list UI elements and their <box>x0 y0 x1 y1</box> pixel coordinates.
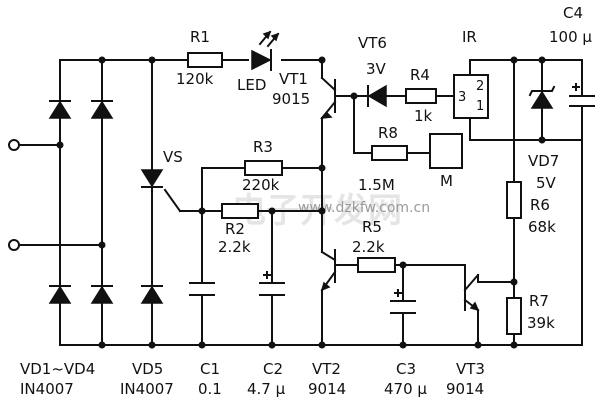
ac-terminal-top <box>8 139 20 151</box>
label-c3-value: 470 μ <box>384 380 427 398</box>
label-vt6-voltage: 3V <box>366 60 387 78</box>
label-r3-name: R3 <box>253 138 273 156</box>
label-r5-value: 2.2k <box>352 238 385 256</box>
label-r2-name: R2 <box>225 220 245 238</box>
ir-receiver <box>453 74 489 119</box>
label-motor: M <box>440 172 453 190</box>
capacitor-c1 <box>189 282 215 296</box>
motor-m <box>429 133 463 169</box>
label-ir: IR <box>462 28 477 46</box>
label-vd5-type: IN4007 <box>120 380 174 398</box>
label-vt2-name: VT2 <box>312 360 341 378</box>
label-led: LED <box>237 76 266 94</box>
label-r6-value: 68k <box>528 218 556 236</box>
junction-dots <box>56 56 546 349</box>
capacitor-c2 <box>259 271 285 296</box>
label-c3-name: C3 <box>396 360 416 378</box>
label-c2-name: C2 <box>263 360 283 378</box>
bottom-labels: VD1~VD4 IN4007 VD5 IN4007 C1 0.1 C2 4.7 … <box>20 360 485 398</box>
diode-vd4 <box>90 285 114 304</box>
label-c2-value: 4.7 μ <box>247 380 286 398</box>
resistor-r5 <box>357 257 396 273</box>
watermark-url: www.dzkfw.com.cn <box>298 200 430 216</box>
label-r4-name: R4 <box>410 66 430 84</box>
resistor-r2 <box>221 203 259 219</box>
diode-vt6 <box>367 84 387 108</box>
label-vt3-type: 9014 <box>446 380 484 398</box>
transistor-vt1 <box>319 76 337 120</box>
thyristor-vs <box>140 169 164 188</box>
label-r1-value: 120k <box>176 70 214 88</box>
label-vd5-name: VD5 <box>132 360 163 378</box>
label-ir-pin1: 1 <box>476 99 484 114</box>
diode-vd5 <box>140 285 164 304</box>
resistor-r8 <box>371 145 408 161</box>
capacitor-c3 <box>390 289 416 314</box>
label-vd7-name: VD7 <box>528 152 559 170</box>
capacitor-c4 <box>569 83 595 107</box>
label-r8-name: R8 <box>378 124 398 142</box>
label-ir-pin3: 3 <box>458 90 466 105</box>
label-r7-name: R7 <box>529 292 549 310</box>
diode-vd3 <box>48 285 72 304</box>
label-vt2-type: 9014 <box>308 380 346 398</box>
component-labels: R1 120k LED VT1 9015 VT6 3V IR 3 2 1 C4 … <box>163 4 592 332</box>
label-ir-pin2: 2 <box>476 79 484 94</box>
transistor-vt2 <box>320 249 337 292</box>
label-vd1-4-type: IN4007 <box>20 380 74 398</box>
label-r4-value: 1k <box>414 107 433 125</box>
resistor-r6 <box>506 181 522 219</box>
zener-vd7 <box>528 85 556 109</box>
label-c1-name: C1 <box>200 360 220 378</box>
resistor-r1 <box>187 52 223 68</box>
ac-terminal-bottom <box>8 239 20 251</box>
label-r2-value: 2.2k <box>218 238 251 256</box>
resistor-r4 <box>405 88 437 104</box>
label-c4-value: 100 μ <box>549 28 592 46</box>
label-vt3-name: VT3 <box>456 360 485 378</box>
resistor-r3 <box>244 160 283 176</box>
label-c1-value: 0.1 <box>198 380 222 398</box>
label-r3-value: 220k <box>242 176 280 194</box>
label-r6-name: R6 <box>530 196 550 214</box>
label-vs: VS <box>163 148 183 166</box>
diode-vd1 <box>48 100 72 119</box>
label-vt1-name: VT1 <box>279 70 308 88</box>
label-c4-name: C4 <box>563 4 583 22</box>
label-vt6: VT6 <box>358 34 387 52</box>
label-vt1-type: 9015 <box>272 90 310 108</box>
label-r5-name: R5 <box>362 218 382 236</box>
diode-vd2 <box>90 100 114 119</box>
label-r8-value: 1.5M <box>358 176 395 194</box>
led <box>251 30 280 71</box>
label-vd7-value: 5V <box>536 174 557 192</box>
resistor-r7 <box>506 297 522 335</box>
label-vd1-4-name: VD1~VD4 <box>20 360 95 378</box>
label-r7-value: 39k <box>527 314 555 332</box>
label-r1-name: R1 <box>190 28 210 46</box>
transistor-vt3 <box>463 273 480 312</box>
